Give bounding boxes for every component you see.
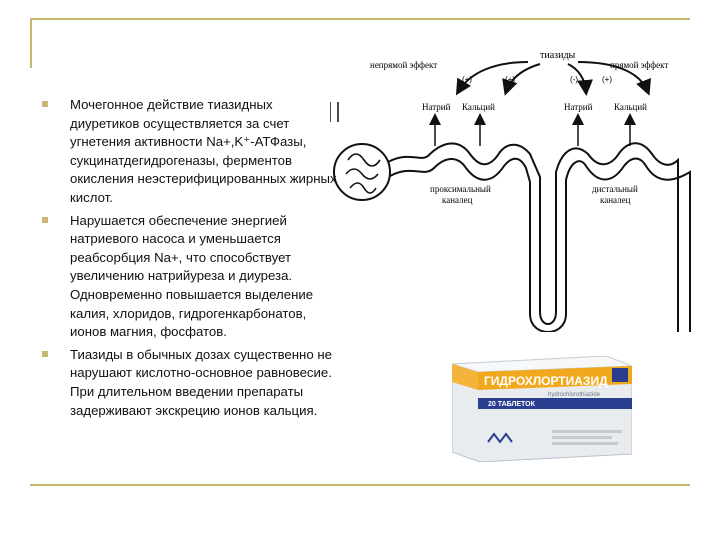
bullet-marker [42, 350, 48, 357]
thiazides-label: тиазиды [540, 50, 576, 61]
bullet-list: Мочегонное действие тиазидных диуретиков… [42, 96, 342, 424]
package-fine-print [552, 442, 618, 445]
left-outer-arrow [455, 61, 529, 96]
plus-marker-4: (+) [602, 75, 612, 84]
package-logo-square [612, 368, 628, 382]
drug-package-image: ГИДРОХЛОРТИАЗИД hydrochlorothiazide 20 Т… [452, 356, 632, 462]
brand-name: ГИДРОХЛОРТИАЗИД [484, 374, 608, 388]
bullet-item-1: Мочегонное действие тиазидных диуретиков… [42, 96, 342, 208]
package-side-band [452, 364, 478, 390]
right-outer-arrow [577, 61, 651, 96]
glomerulus-capillaries [345, 153, 381, 194]
minus-marker: (-) [570, 75, 578, 84]
direct-effect-label: прямой эффект [610, 60, 668, 70]
calcium-label-1: Кальций [462, 102, 495, 112]
bullet-marker [42, 216, 48, 223]
sodium-label-1: Натрий [422, 102, 451, 112]
bullet-text-3: Тиазиды в обычных дозах существенно не н… [70, 346, 332, 418]
bullet-marker [42, 101, 48, 107]
afferent-vessel [330, 102, 339, 122]
plus-marker-1: (+) [462, 75, 472, 84]
package-fine-print [552, 430, 622, 433]
sodium-label-2: Натрий [564, 102, 593, 112]
package-side-text: hydrochlorothiazide [548, 392, 601, 398]
package-brand-band [478, 366, 632, 390]
proximal-label-line2: каналец [442, 195, 473, 205]
package-top-face [452, 356, 632, 373]
indirect-effect-label: непрямой эффект [370, 60, 437, 70]
top-decorative-rule [30, 18, 690, 20]
bullet-text-2: Нарушается обеспечение энергией натриево… [70, 212, 314, 340]
right-inner-arrow [567, 63, 593, 96]
tubule-outer-wall [387, 142, 679, 332]
bullet-item-3: Тиазиды в обычных дозах существенно не н… [42, 346, 342, 420]
glomerulus-capsule [333, 143, 391, 201]
left-inner-arrow [502, 63, 541, 96]
bullet-item-2: Нарушается обеспечение энергией натриево… [42, 212, 342, 342]
left-decorative-rule [30, 18, 32, 68]
calcium-label-2: Кальций [614, 102, 647, 112]
manufacturer-logo [487, 432, 513, 444]
distal-label-line2: каналец [600, 195, 631, 205]
tubule-inner-wall [389, 157, 691, 332]
package-fine-print [552, 436, 612, 439]
nephron-diagram: тиазиды непрямой эффект прямой эффект (+… [330, 50, 691, 332]
tablet-count: 20 ТАБЛЕТОК [488, 401, 536, 408]
distal-label-line1: дистальный [592, 184, 638, 194]
bottom-decorative-rule [30, 484, 690, 486]
package-count-band [478, 398, 632, 409]
plus-marker-2: (+) [505, 75, 515, 84]
bullet-text-1: Мочегонное действие тиазидных диуретиков… [70, 97, 337, 205]
proximal-label-line1: проксимальный [430, 184, 491, 194]
